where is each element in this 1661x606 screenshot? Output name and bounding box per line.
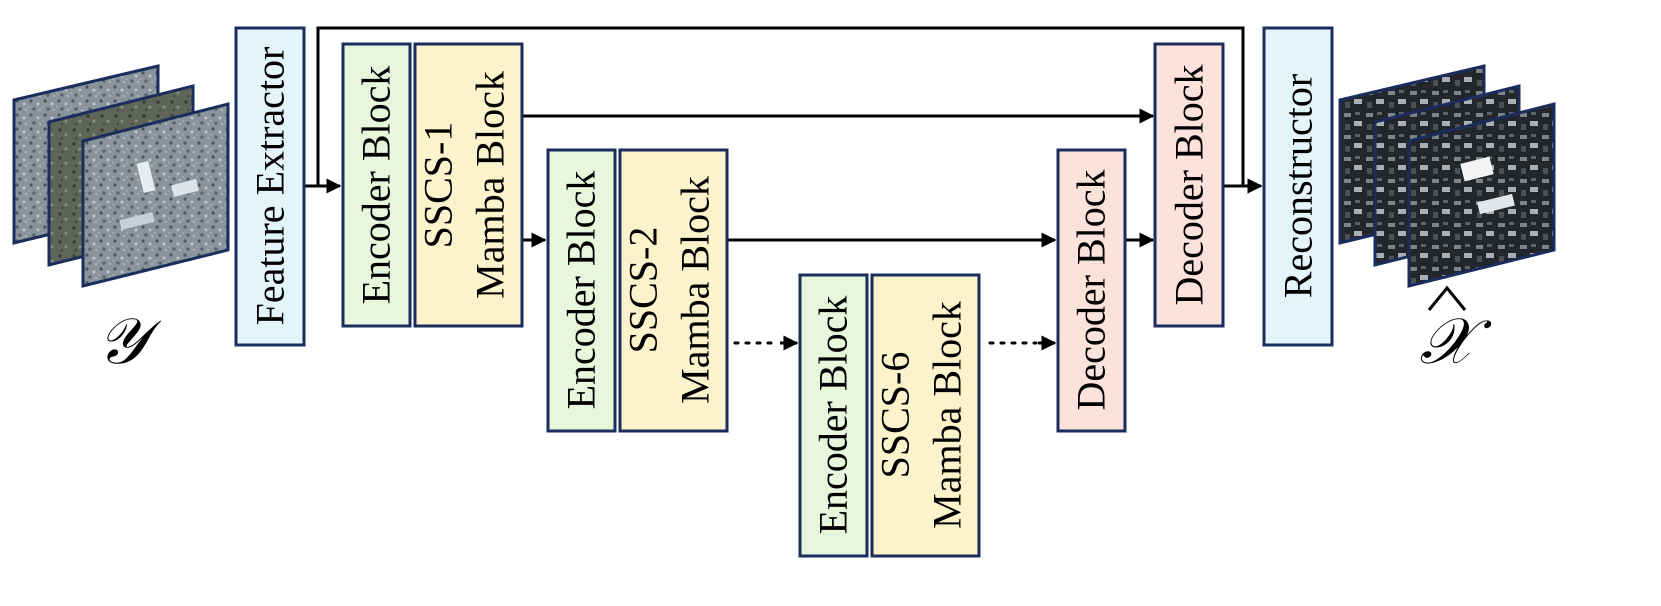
satellite-image-stack-noisy-icon bbox=[12, 64, 230, 288]
feature-extractor-label: Feature Extractor bbox=[248, 47, 293, 326]
output-symbol: 𝒳 bbox=[1419, 305, 1492, 379]
encoder-block-level-6: Encoder Block bbox=[798, 273, 869, 558]
reconstructor-block: Reconstructor bbox=[1262, 26, 1334, 347]
encoder-block-level-2: Encoder Block bbox=[546, 148, 617, 433]
encoder-block-label: Encoder Block bbox=[354, 66, 399, 305]
sscs-2-mamba-block: SSCS-2 Mamba Block bbox=[618, 148, 729, 433]
reconstructor-label: Reconstructor bbox=[1276, 74, 1321, 298]
input-image-stack: 𝒴 bbox=[12, 64, 230, 379]
output-hat bbox=[1427, 285, 1467, 311]
encoder-block-level-1: Encoder Block bbox=[341, 42, 412, 328]
connections bbox=[304, 26, 1263, 351]
decoder-block-level-1: Decoder Block bbox=[1153, 42, 1225, 328]
satellite-image-stack-clean-icon bbox=[1338, 64, 1556, 288]
input-symbol: 𝒴 bbox=[97, 305, 162, 379]
decoder-block-label: Decoder Block bbox=[1167, 64, 1212, 305]
decoder-block-label: Decoder Block bbox=[1069, 169, 1114, 410]
sscs-1-label: SSCS-1 bbox=[416, 122, 461, 249]
sscs-2-label: SSCS-2 bbox=[621, 227, 666, 354]
encoder-block-label: Encoder Block bbox=[559, 171, 604, 410]
output-image-stack: 𝒳 bbox=[1338, 64, 1556, 379]
mamba-block-label: Mamba Block bbox=[468, 71, 513, 299]
sscs-6-label: SSCS-6 bbox=[873, 352, 918, 479]
sscs-1-mamba-block: SSCS-1 Mamba Block bbox=[413, 42, 524, 328]
encoder-block-label: Encoder Block bbox=[811, 296, 856, 535]
decoder-block-level-2: Decoder Block bbox=[1056, 148, 1127, 433]
sscs-6-mamba-block: SSCS-6 Mamba Block bbox=[870, 273, 981, 558]
mamba-block-label: Mamba Block bbox=[673, 176, 718, 404]
mamba-block-label: Mamba Block bbox=[925, 301, 970, 529]
feature-extractor-block: Feature Extractor bbox=[234, 26, 306, 347]
